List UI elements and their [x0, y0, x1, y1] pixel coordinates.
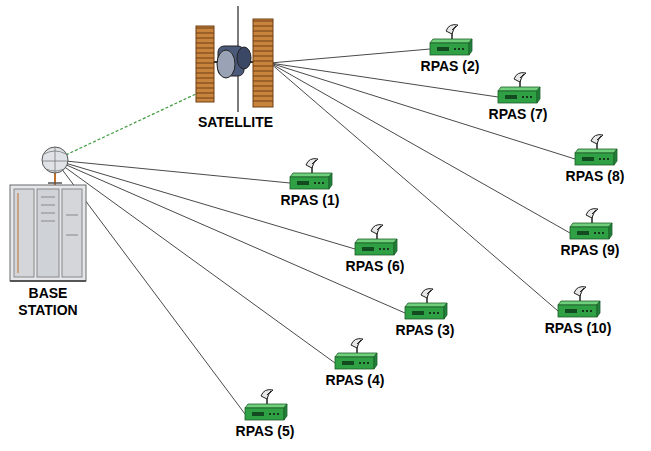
node-label: RPAS (3) — [380, 322, 470, 339]
node-label: RPAS (10) — [533, 320, 623, 337]
node-label: RPAS (2) — [405, 58, 495, 75]
node-label: SATELLITE — [188, 114, 283, 131]
node-label: BASE STATION — [8, 285, 88, 319]
rpas-node: RPAS (6) — [330, 222, 420, 275]
rpas-node: RPAS (8) — [550, 132, 640, 185]
rpas-node: RPAS (2) — [405, 22, 495, 75]
satellite-illustration — [188, 6, 283, 114]
link-line — [62, 170, 245, 414]
node-label: RPAS (7) — [473, 106, 563, 123]
rpas-node: RPAS (3) — [380, 286, 470, 339]
link-line — [270, 63, 575, 159]
node-label: RPAS (9) — [545, 242, 635, 259]
uplink-line — [66, 86, 213, 155]
rpas-terminal-icon — [493, 70, 543, 106]
rpas-terminal-icon — [240, 387, 290, 423]
rpas-terminal-icon — [285, 156, 335, 192]
rpas-node: RPAS (10) — [533, 284, 623, 337]
node-label: RPAS (6) — [330, 258, 420, 275]
link-line — [67, 163, 355, 249]
rpas-terminal-icon — [565, 206, 615, 242]
rpas-terminal-icon — [330, 336, 380, 372]
rpas-node: RPAS (1) — [265, 156, 355, 209]
base-station-node: BASE STATION — [8, 145, 88, 319]
rpas-terminal-icon — [350, 222, 400, 258]
node-label: RPAS (8) — [550, 168, 640, 185]
node-label: RPAS (4) — [310, 372, 400, 389]
rpas-node: RPAS (7) — [473, 70, 563, 123]
link-line — [270, 63, 558, 311]
rpas-terminal-icon — [425, 22, 475, 58]
satellite-node: SATELLITE — [188, 6, 283, 131]
node-label: RPAS (1) — [265, 192, 355, 209]
link-line — [270, 49, 430, 63]
rpas-node: RPAS (5) — [220, 387, 310, 440]
base-station-illustration — [8, 145, 88, 285]
node-label: RPAS (5) — [220, 423, 310, 440]
rpas-terminal-icon — [400, 286, 450, 322]
rpas-terminal-icon — [570, 132, 620, 168]
rpas-node: RPAS (9) — [545, 206, 635, 259]
rpas-node: RPAS (4) — [310, 336, 400, 389]
rpas-terminal-icon — [553, 284, 603, 320]
